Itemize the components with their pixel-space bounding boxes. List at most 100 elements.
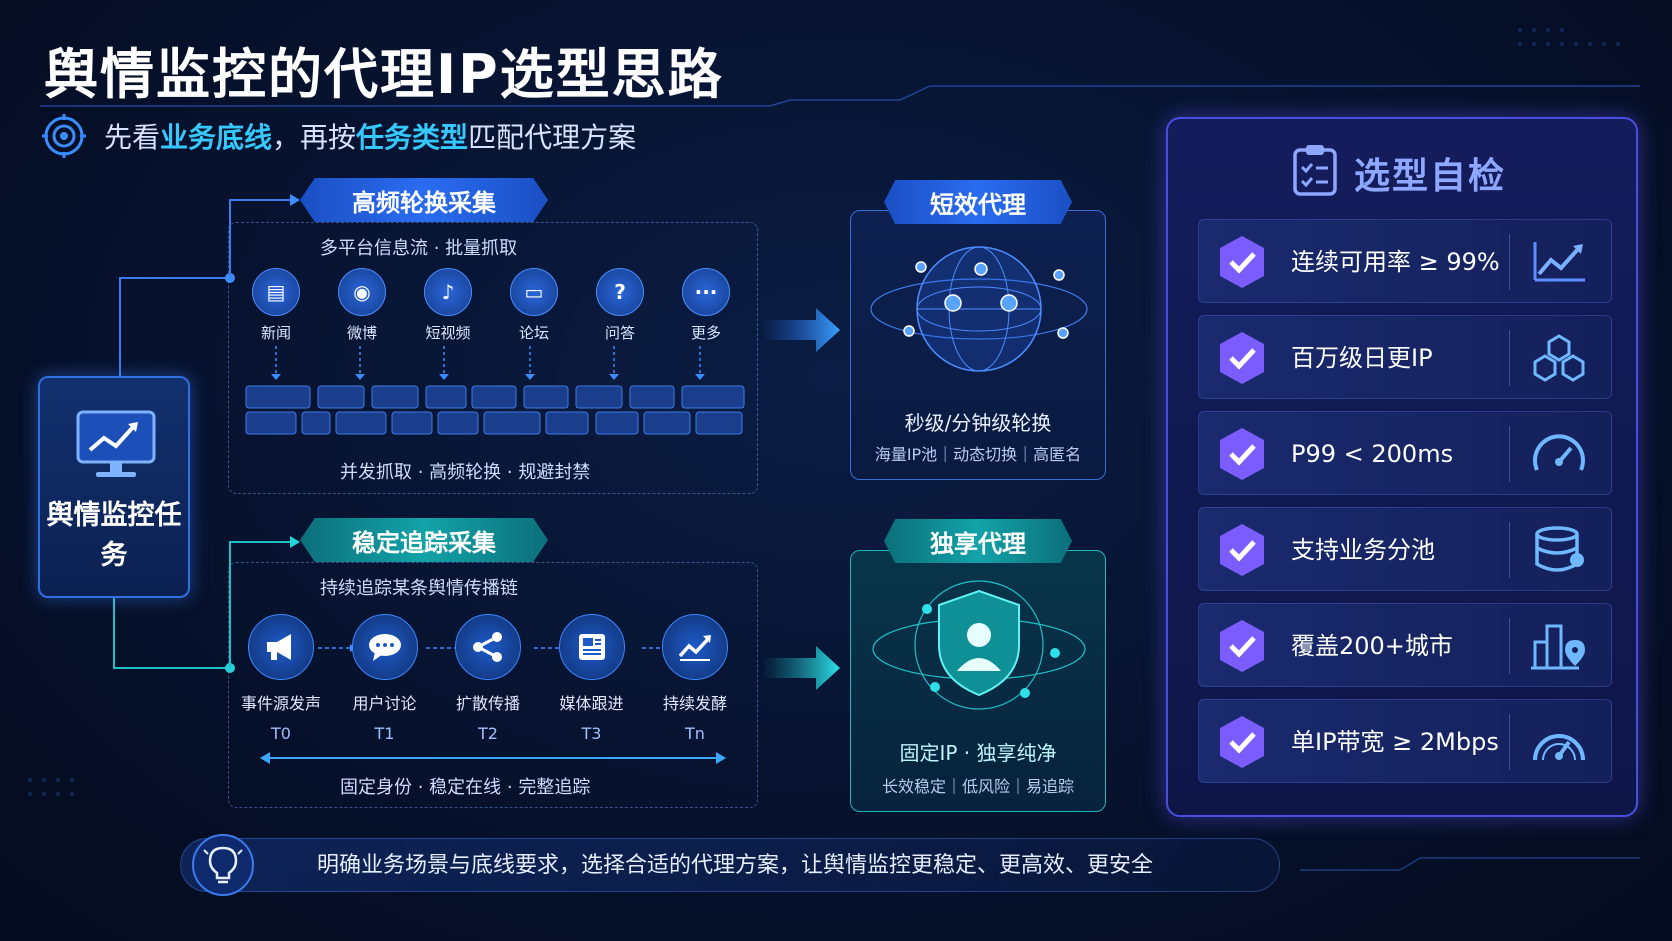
tracking-step: 持续发酵 Tn xyxy=(650,614,740,743)
shield-user-icon xyxy=(872,580,1086,710)
platform-item: ▭ 论坛 xyxy=(504,268,564,343)
speedometer-icon xyxy=(1533,434,1585,471)
checklist-item: 覆盖200+城市 xyxy=(1198,603,1612,687)
gauge-icon xyxy=(1533,734,1585,761)
tracking-step: 媒体跟进 T3 xyxy=(547,614,637,743)
divider xyxy=(1509,618,1510,674)
task-label: 舆情监控任务 xyxy=(40,496,188,576)
subtitle-highlight-baseline: 业务底线 xyxy=(160,121,273,154)
high-frequency-desc: 多平台信息流 · 批量抓取 xyxy=(320,238,518,259)
check-shield-icon xyxy=(1220,524,1264,576)
step-label: 媒体跟进 xyxy=(559,694,624,713)
megaphone-icon xyxy=(248,614,314,680)
tracking-step-list: 事件源发声 T0 用户讨论 T1 扩散传播 T2 媒体跟进 T3 持续发酵 Tn xyxy=(236,614,740,743)
share-icon xyxy=(455,614,521,680)
exclusive-proxy-card: 固定IP · 独享纯净 长效稳定｜低风险｜易追踪 xyxy=(850,550,1106,812)
checklist-text: P99 < 200ms xyxy=(1291,440,1454,468)
stable-tracking-panel xyxy=(228,562,758,808)
platform-item: ? 问答 xyxy=(590,268,650,343)
qa-icon: ? xyxy=(596,268,644,316)
platform-list: ▤ 新闻 ◉ 微博 ♪ 短视频 ▭ 论坛 ? 问答 ··· 更多 xyxy=(246,268,736,343)
checklist-text: 支持业务分池 xyxy=(1291,536,1435,564)
subtitle-text: 匹配代理方案 xyxy=(468,121,637,154)
divider xyxy=(1509,330,1510,386)
line-chart-icon xyxy=(1533,242,1585,282)
checklist-item: 单IP带宽 ≥ 2Mbps xyxy=(1198,699,1612,783)
platform-item: ◉ 微博 xyxy=(332,268,392,343)
selection-checklist: 选型自检 连续可用率 ≥ 99% 百万级日更IP P99 < 200ms 支持业… xyxy=(1166,117,1638,817)
step-label: 事件源发声 xyxy=(240,694,321,713)
step-time: T1 xyxy=(374,724,395,743)
step-label: 扩散传播 xyxy=(455,694,520,713)
exclusive-proxy-label: 独享代理 xyxy=(884,519,1072,563)
lightbulb-icon xyxy=(192,834,254,896)
check-shield-icon xyxy=(1220,428,1264,480)
platform-label: 新闻 xyxy=(260,324,291,342)
page-title: 舆情监控的代理IP选型思路 xyxy=(44,43,724,106)
exclusive-proxy-sub: 长效稳定｜低风险｜易追踪 xyxy=(881,777,1074,796)
platform-item: ▤ 新闻 xyxy=(246,268,306,343)
checklist-item: 百万级日更IP xyxy=(1198,315,1612,399)
platform-item: ♪ 短视频 xyxy=(418,268,478,343)
stable-tracking-desc: 持续追踪某条舆情传播链 xyxy=(320,578,518,599)
step-time: Tn xyxy=(685,724,705,743)
more-icon: ··· xyxy=(682,268,730,316)
platform-label: 短视频 xyxy=(425,324,471,342)
check-shield-icon xyxy=(1220,332,1264,384)
checklist-item: 支持业务分池 xyxy=(1198,507,1612,591)
checklist-item: P99 < 200ms xyxy=(1198,411,1612,495)
trend-icon xyxy=(662,614,728,680)
subtitle-text: ，再按 xyxy=(272,121,357,154)
short-proxy-card: 秒级/分钟级轮换 海量IP池｜动态切换｜高匿名 xyxy=(850,210,1106,480)
short-proxy-label: 短效代理 xyxy=(884,180,1072,224)
checklist-title: 选型自检 xyxy=(1354,156,1507,197)
globe-network-icon xyxy=(870,246,1088,372)
subtitle-highlight-task-type: 任务类型 xyxy=(356,121,469,154)
platform-label: 问答 xyxy=(604,324,635,342)
short-proxy-sub: 海量IP池｜动态切换｜高匿名 xyxy=(874,445,1082,464)
clipboard-check-icon xyxy=(1293,145,1337,196)
forum-icon: ▭ xyxy=(510,268,558,316)
checklist-text: 单IP带宽 ≥ 2Mbps xyxy=(1291,728,1499,756)
footer-text: 明确业务场景与底线要求，选择合适的代理方案，让舆情监控更稳定、更高效、更安全 xyxy=(317,853,1154,878)
check-shield-icon xyxy=(1220,236,1264,288)
checklist-text: 连续可用率 ≥ 99% xyxy=(1291,248,1500,276)
city-location-icon xyxy=(1531,624,1585,670)
target-icon xyxy=(42,114,86,158)
high-frequency-label: 高频轮换采集 xyxy=(300,178,548,222)
checklist-text: 百万级日更IP xyxy=(1291,344,1433,372)
divider xyxy=(1509,426,1510,482)
divider xyxy=(1509,714,1510,770)
stable-tracking-footer: 固定身份 · 稳定在线 · 完整追踪 xyxy=(340,777,591,798)
step-time: T0 xyxy=(271,724,291,743)
high-frequency-panel xyxy=(228,222,758,494)
divider xyxy=(1509,234,1510,290)
newspaper-icon xyxy=(558,614,625,680)
step-label: 持续发酵 xyxy=(662,694,727,713)
platform-label: 微博 xyxy=(346,324,377,342)
subtitle: 先看业务底线，再按任务类型匹配代理方案 xyxy=(104,116,636,156)
tracking-step: 扩散传播 T2 xyxy=(443,614,533,743)
high-frequency-footer: 并发抓取 · 高频轮换 · 规避封禁 xyxy=(340,462,591,483)
step-time: T3 xyxy=(581,724,602,743)
tiktok-icon: ♪ xyxy=(424,268,472,316)
monitor-chart-icon xyxy=(76,410,156,477)
tracking-step: 用户讨论 T1 xyxy=(340,614,430,743)
footer-banner: 明确业务场景与底线要求，选择合适的代理方案，让舆情监控更稳定、更高效、更安全 xyxy=(180,838,1280,892)
database-icon xyxy=(1535,526,1584,572)
divider xyxy=(1509,522,1510,578)
check-shield-icon xyxy=(1220,716,1264,768)
step-time: T2 xyxy=(478,724,498,743)
step-label: 用户讨论 xyxy=(352,694,417,713)
monitoring-task-node: 舆情监控任务 xyxy=(38,376,190,598)
short-proxy-main: 秒级/分钟级轮换 xyxy=(904,411,1052,435)
platform-label: 更多 xyxy=(690,324,721,342)
checklist-text: 覆盖200+城市 xyxy=(1291,632,1453,660)
weibo-icon: ◉ xyxy=(338,268,386,316)
check-shield-icon xyxy=(1220,620,1264,672)
news-icon: ▤ xyxy=(252,268,300,316)
exclusive-proxy-main: 固定IP · 独享纯净 xyxy=(899,741,1057,765)
platform-label: 论坛 xyxy=(518,324,549,342)
tracking-step: 事件源发声 T0 xyxy=(236,614,326,743)
cubes-icon xyxy=(1533,334,1585,382)
